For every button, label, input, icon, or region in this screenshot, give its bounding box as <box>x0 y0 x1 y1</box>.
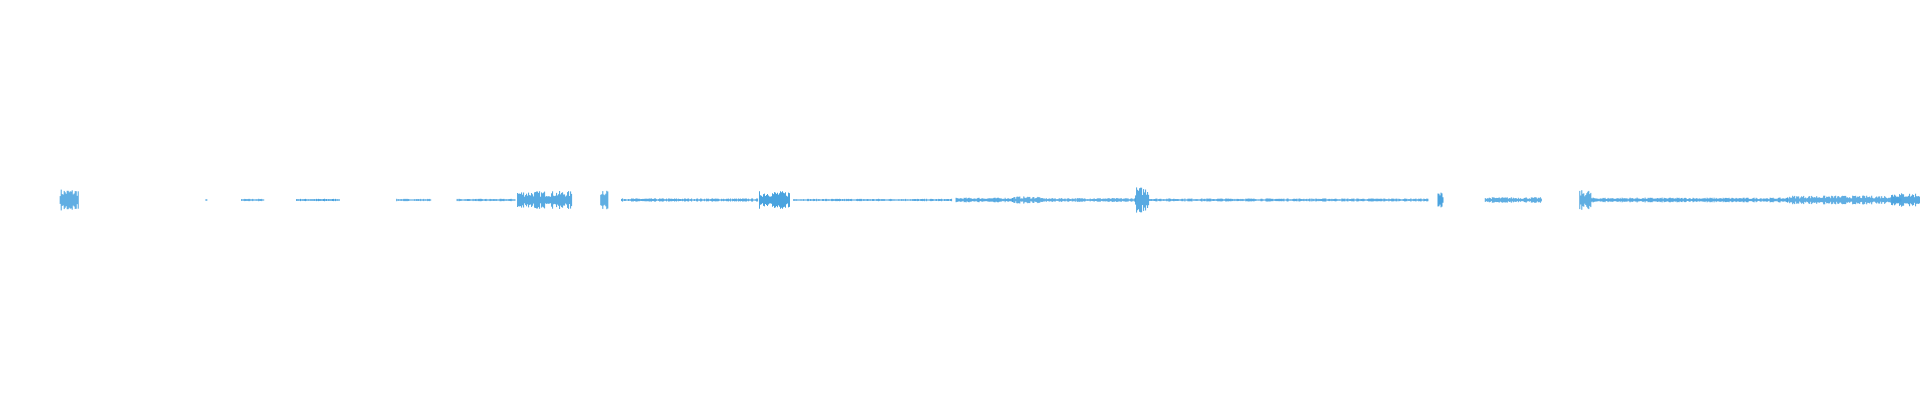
waveform-bars <box>59 187 1920 213</box>
